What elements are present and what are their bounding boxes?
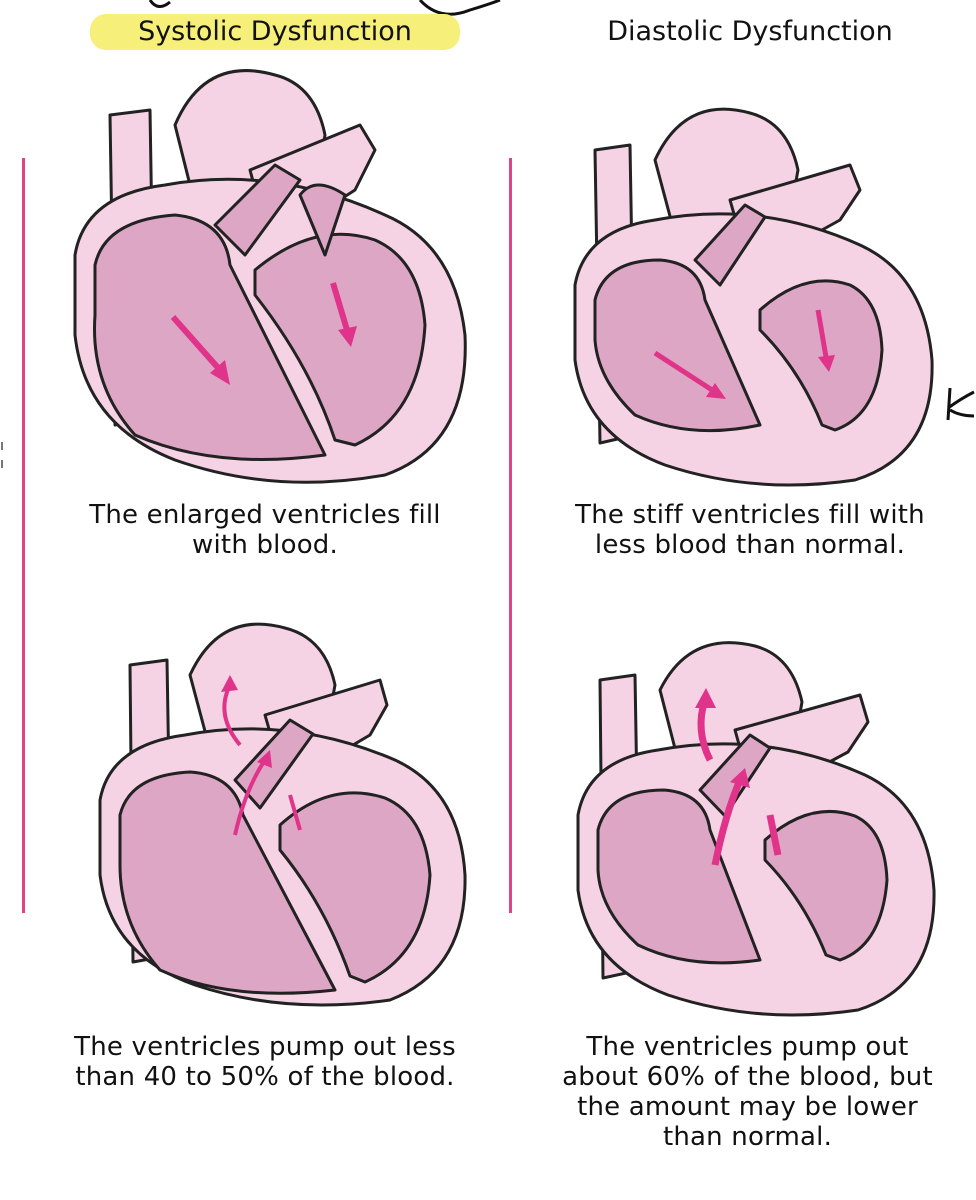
heart-diastolic-filling: [573, 107, 934, 487]
caption-diastolic-filling: The stiff ventricles fill with less bloo…: [575, 500, 925, 560]
heart-diastolic-pumping: [576, 641, 936, 1017]
left-divider-line: [22, 158, 25, 913]
right-divider-line: [509, 158, 512, 913]
top-scribble: [148, 0, 501, 16]
left-edge-mark: [1, 442, 3, 468]
caption-diastolic-pumping: The ventricles pump out about 60% of the…: [562, 1032, 933, 1152]
systolic-heading: Systolic Dysfunction: [90, 14, 460, 50]
right-edge-scribble: [946, 387, 975, 421]
caption-systolic-filling: The enlarged ventricles fill with blood.: [89, 500, 441, 560]
heart-systolic-pumping: [98, 622, 467, 1007]
heart-systolic-filling: [73, 69, 467, 484]
diastolic-heading: Diastolic Dysfunction: [607, 16, 893, 47]
caption-systolic-pumping: The ventricles pump out less than 40 to …: [74, 1032, 456, 1092]
